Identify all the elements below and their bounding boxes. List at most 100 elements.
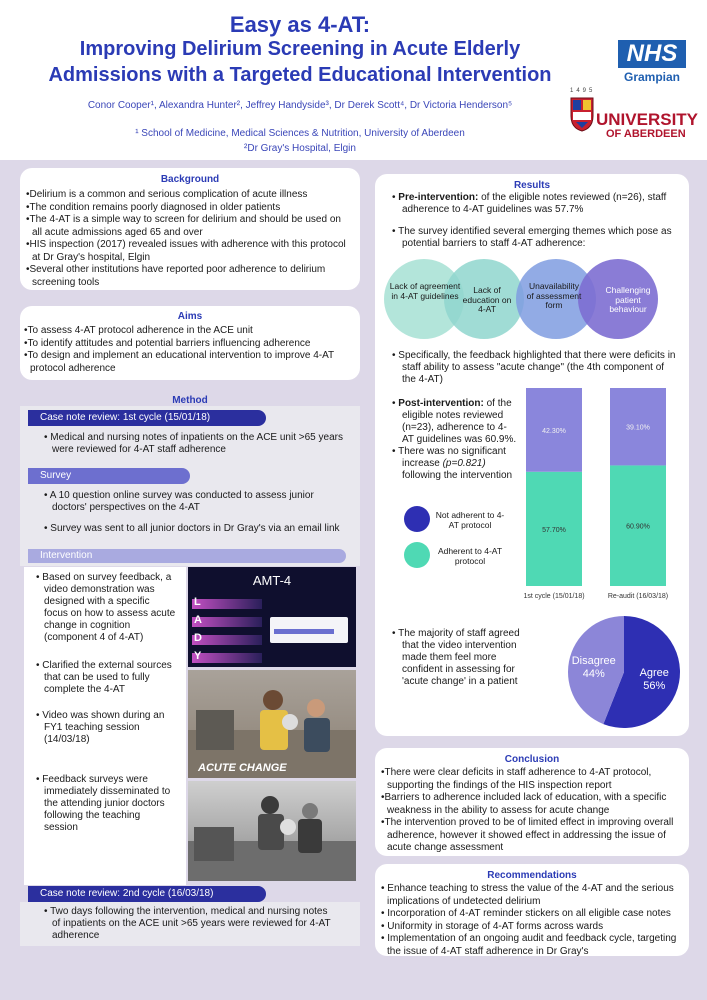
pie-slice-label: 56% xyxy=(643,680,665,692)
aims-list: •To assess 4-AT protocol adherence in th… xyxy=(24,325,352,375)
results-pre-list: • Pre-intervention: of the eligible note… xyxy=(392,192,676,250)
cycle1-text: • Medical and nursing notes of inpatient… xyxy=(44,432,344,456)
list-item: • Clarified the external sources that ca… xyxy=(36,660,172,695)
bar-not-adherent xyxy=(610,388,666,466)
list-item: • Post-intervention: of the eligible not… xyxy=(392,398,517,445)
cycle2-text: • Two days following the intervention, m… xyxy=(44,906,334,942)
nosig-text2: following the intervention xyxy=(402,470,513,481)
nosig-p: (p=0.821) xyxy=(442,458,486,469)
list-item: • Feedback surveys were immediately diss… xyxy=(36,774,171,833)
list-item: • Video was shown during an FY1 teaching… xyxy=(36,710,165,745)
cycle1-label: Case note review: 1st cycle (15/01/18) xyxy=(28,410,266,426)
list-item: • Survey was sent to all junior doctors … xyxy=(44,523,340,534)
barrier-item: Unavailability of assessment form xyxy=(526,281,582,310)
background-section: Background •Delirium is a common and ser… xyxy=(20,168,360,290)
list-item: •Barriers to adherence included lack of … xyxy=(381,792,667,816)
majority-text: The majority of staff agreed that the vi… xyxy=(398,628,520,687)
bar-data-label: 39.10% xyxy=(626,425,650,432)
university-logo-line1: UNIVERSITY xyxy=(596,110,699,129)
video-still-teaching xyxy=(188,781,356,881)
poster-title-line2: Improving Delirium Screening in Acute El… xyxy=(79,38,521,60)
list-item: •The condition remains poorly diagnosed … xyxy=(26,201,281,213)
aims-heading: Aims xyxy=(177,311,203,322)
video-letter: D xyxy=(194,632,202,644)
feedback-text: Specifically, the feedback highlighted t… xyxy=(398,350,676,385)
pre-bold: Pre-intervention: xyxy=(398,192,479,203)
background-list: •Delirium is a common and serious compli… xyxy=(26,189,352,289)
post-text: of the eligible notes reviewed (n=23), a… xyxy=(402,398,517,445)
bar-data-label: 57.70% xyxy=(542,527,566,534)
bar-adherent xyxy=(526,471,582,586)
list-item: • There was no significant increase (p=0… xyxy=(392,446,513,481)
list-item: •HIS inspection (2017) revealed issues w… xyxy=(26,239,346,263)
cycle2-label: Case note review: 2nd cycle (16/03/18) xyxy=(28,886,266,902)
x-tick-label: 1st cycle (15/01/18) xyxy=(523,593,584,600)
list-item: • Uniformity in storage of 4-AT forms ac… xyxy=(381,920,604,932)
pie-slice-label: 44% xyxy=(583,668,605,680)
bar-not-adherent xyxy=(526,388,582,472)
barriers-venn-diagram xyxy=(384,259,658,339)
legend-label-not-adherent: Not adherent to 4-AT protocol xyxy=(435,510,505,530)
results-feedback-list: • Specifically, the feedback highlighted… xyxy=(392,350,676,386)
affiliation-2: ²Dr Gray's Hospital, Elgin xyxy=(244,143,356,154)
intervention-text-panel xyxy=(24,567,186,885)
list-item: •Several other institutions have reporte… xyxy=(26,264,326,288)
x-tick-label: Re-audit (16/03/18) xyxy=(608,593,668,600)
method-heading: Method xyxy=(172,395,208,406)
pie-slice-name: Disagree xyxy=(572,655,616,667)
video-still-amt4: AMT-4 L A D Y xyxy=(188,567,356,667)
background-heading: Background xyxy=(160,174,220,185)
crest-year: 1495 xyxy=(570,88,596,94)
cycle2-panel xyxy=(20,902,360,946)
list-item: • Specifically, the feedback highlighted… xyxy=(392,350,676,385)
video-letter: Y xyxy=(194,650,202,662)
list-item: • Enhance teaching to stress the value o… xyxy=(381,883,674,907)
list-item: • Incorporation of 4-AT reminder sticker… xyxy=(381,908,671,919)
recommendations-section: Recommendations • Enhance teaching to st… xyxy=(375,864,689,958)
affiliation-1: ¹ School of Medicine, Medical Sciences &… xyxy=(135,128,465,139)
bar-data-label: 42.30% xyxy=(542,428,566,435)
video-letter: L xyxy=(194,596,201,608)
poster-title-line1: Easy as 4-AT: xyxy=(229,12,371,37)
list-item: • Pre-intervention: of the eligible note… xyxy=(392,192,667,215)
list-item: • Medical and nursing notes of inpatient… xyxy=(44,432,343,455)
poster-title-line3: Admissions with a Targeted Educational I… xyxy=(48,64,552,86)
video-letter: A xyxy=(194,614,202,626)
list-item: • Two days following the intervention, m… xyxy=(44,906,331,941)
list-item: •To design and implement an educational … xyxy=(24,350,334,374)
university-logo-line2: OF ABERDEEN xyxy=(606,128,686,140)
list-item: •To assess 4-AT protocol adherence in th… xyxy=(24,325,253,336)
legend-swatch-not-adherent xyxy=(404,506,430,532)
university-crest-icon xyxy=(570,97,594,132)
recommendations-heading: Recommendations xyxy=(487,870,577,881)
legend-swatch-adherent xyxy=(404,542,430,568)
pie-slice xyxy=(568,616,624,725)
video-still-acute-change: ACUTE CHANGE xyxy=(188,670,356,778)
results-post-list: • Post-intervention: of the eligible not… xyxy=(392,398,518,482)
conclusion-list: •There were clear deficits in staff adhe… xyxy=(381,767,681,855)
pie-slice-name: Agree xyxy=(640,667,669,679)
survey-label: Survey xyxy=(28,468,190,484)
bar-data-label: 60.90% xyxy=(626,524,650,531)
bar-adherent xyxy=(610,465,666,586)
list-item: • Based on survey feedback, a video demo… xyxy=(36,572,176,643)
results-heading: Results xyxy=(513,180,551,191)
barrier-item: Lack of agreement in 4-AT guidelines xyxy=(389,281,461,301)
list-item: •There were clear deficits in staff adhe… xyxy=(381,767,652,791)
results-majority-list: • The majority of staff agreed that the … xyxy=(392,628,534,688)
video-scene-icon xyxy=(188,690,356,778)
conclusion-heading: Conclusion xyxy=(504,754,560,765)
video-title: AMT-4 xyxy=(252,573,292,588)
aims-section: Aims •To assess 4-AT protocol adherence … xyxy=(20,306,360,380)
video-caption: ACUTE CHANGE xyxy=(198,762,287,774)
conclusion-section: Conclusion •There were clear deficits in… xyxy=(375,748,689,856)
survey-text: • A 10 question online survey was conduc… xyxy=(44,490,344,535)
pre-text: of the eligible notes reviewed (n=26), s… xyxy=(402,192,667,215)
list-item: • Implementation of an ongoing audit and… xyxy=(381,933,677,957)
adherence-bar-chart: 57.70% 42.30% 1st cycle (15/01/18) 60.90% 39… xyxy=(523,388,668,600)
method-panel xyxy=(20,406,360,566)
list-item: • The majority of staff agreed that the … xyxy=(392,628,520,687)
post-bold: Post-intervention: xyxy=(398,398,484,409)
recommendations-list: • Enhance teaching to stress the value o… xyxy=(381,883,681,958)
